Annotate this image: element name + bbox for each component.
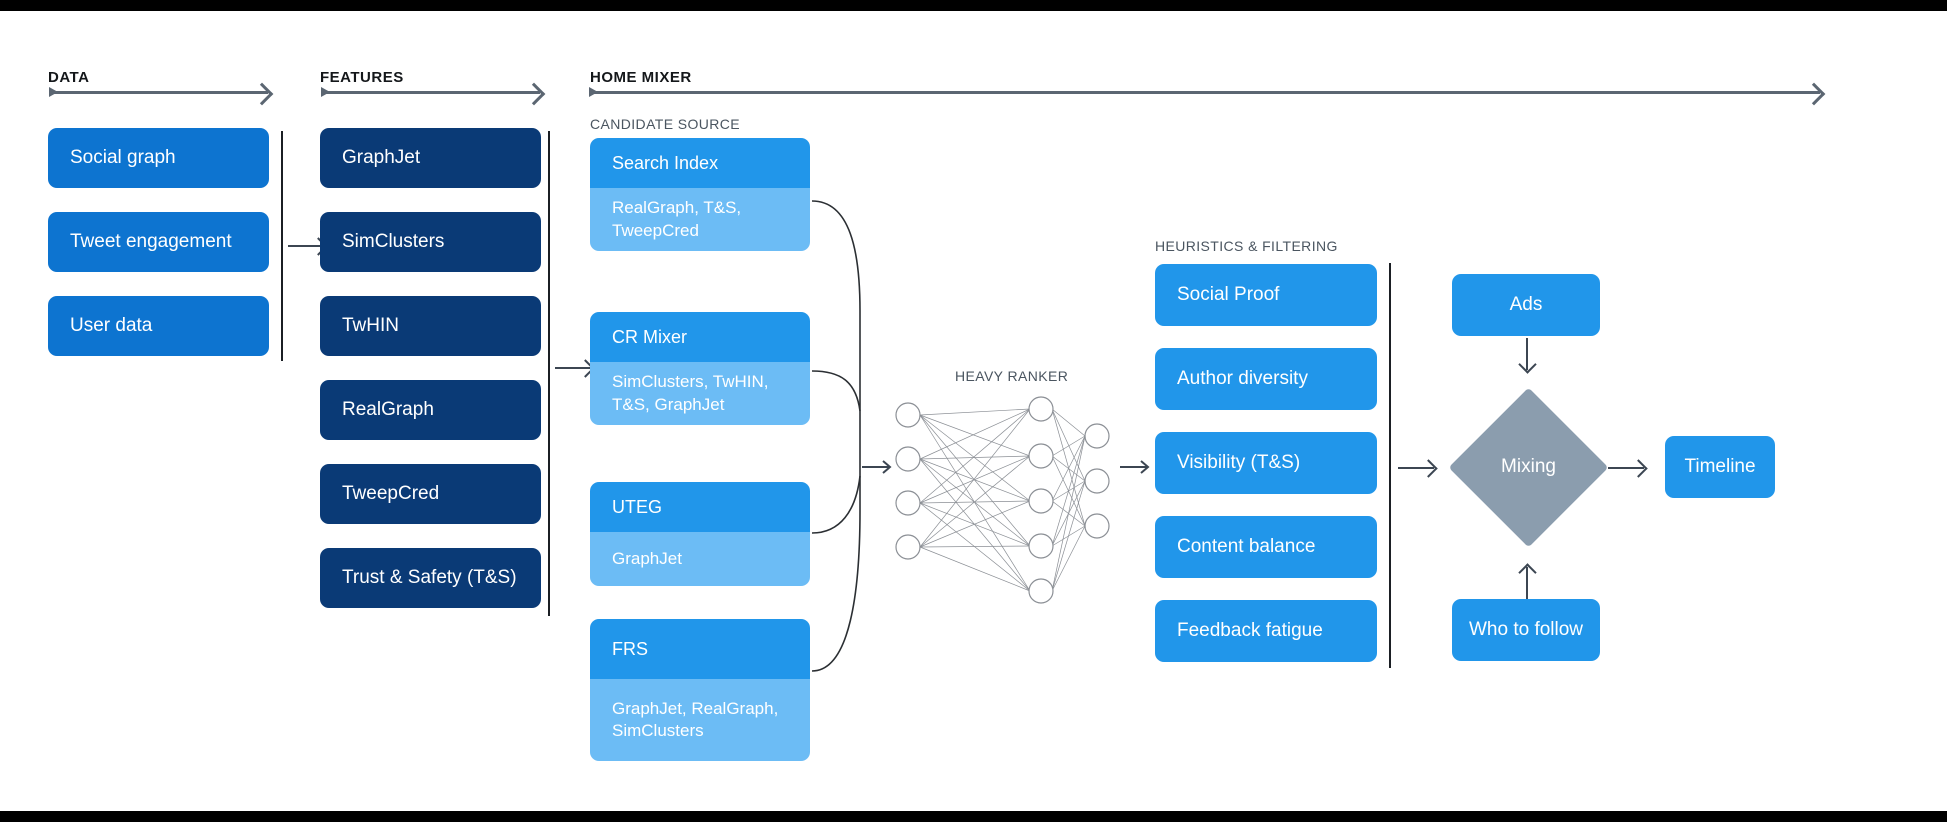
feature-box-label: RealGraph xyxy=(342,399,434,421)
candidate-source-detail: SimClusters, TwHIN, T&S, GraphJet xyxy=(590,362,810,425)
heuristics-box-label: Visibility (T&S) xyxy=(1177,452,1301,474)
mixing-label: Mixing xyxy=(1501,456,1556,477)
arrow-who-to-follow-to-mixing xyxy=(1526,567,1528,599)
arrow-ranker-to-heuristics xyxy=(1120,460,1150,474)
subsection-header-candidate-source: CANDIDATE SOURCE xyxy=(590,116,741,132)
heuristics-box-label: Content balance xyxy=(1177,536,1316,558)
heuristics-box-author-diversity[interactable]: Author diversity xyxy=(1155,348,1377,410)
candidate-source-title: Search Index xyxy=(590,138,810,188)
feature-box-twhin[interactable]: TwHIN xyxy=(320,296,541,356)
candidate-connector-lines xyxy=(811,200,892,672)
feature-box-label: TwHIN xyxy=(342,315,399,337)
mixing-input-ads[interactable]: Ads xyxy=(1452,274,1600,336)
candidate-source-title: CR Mixer xyxy=(590,312,810,362)
feature-box-simclusters[interactable]: SimClusters xyxy=(320,212,541,272)
axis-arrow-features xyxy=(321,87,540,97)
heuristics-box-label: Social Proof xyxy=(1177,284,1280,306)
candidate-source-card-cr-mixer[interactable]: CR Mixer SimClusters, TwHIN, T&S, GraphJ… xyxy=(590,312,810,425)
candidate-source-detail: RealGraph, T&S, TweepCred xyxy=(590,188,810,251)
arrow-mixing-to-timeline xyxy=(1608,467,1644,469)
feature-box-label: Trust & Safety (T&S) xyxy=(342,567,517,589)
candidate-source-detail: GraphJet, RealGraph, SimClusters xyxy=(590,679,810,761)
feature-box-trust-safety[interactable]: Trust & Safety (T&S) xyxy=(320,548,541,608)
feature-box-label: SimClusters xyxy=(342,231,445,253)
candidate-source-card-frs[interactable]: FRS GraphJet, RealGraph, SimClusters xyxy=(590,619,810,761)
arrow-candidates-to-ranker xyxy=(862,460,892,474)
mixing-input-who-to-follow[interactable]: Who to follow xyxy=(1452,599,1600,661)
data-box-label: User data xyxy=(70,315,153,337)
arrow-features-to-candidates xyxy=(555,367,591,369)
diagram-stage: DATA FEATURES HOME MIXER CANDIDATE SOURC… xyxy=(0,11,1947,811)
ads-label: Ads xyxy=(1509,294,1543,316)
feature-box-graphjet[interactable]: GraphJet xyxy=(320,128,541,188)
data-box-label: Tweet engagement xyxy=(70,231,232,253)
arrow-data-to-features xyxy=(288,245,324,247)
candidate-source-title: FRS xyxy=(590,619,810,679)
section-header-data: DATA xyxy=(48,69,90,86)
timeline-label: Timeline xyxy=(1684,456,1756,478)
heuristics-box-visibility[interactable]: Visibility (T&S) xyxy=(1155,432,1377,494)
heuristics-box-content-balance[interactable]: Content balance xyxy=(1155,516,1377,578)
heuristics-box-label: Feedback fatigue xyxy=(1177,620,1323,642)
data-box-tweet-engagement[interactable]: Tweet engagement xyxy=(48,212,269,272)
section-header-features: FEATURES xyxy=(320,69,404,86)
section-header-home-mixer: HOME MIXER xyxy=(590,69,692,86)
feature-box-label: GraphJet xyxy=(342,147,421,169)
feature-box-tweepcred[interactable]: TweepCred xyxy=(320,464,541,524)
subsection-header-heuristics: HEURISTICS & FILTERING xyxy=(1155,238,1338,254)
divider-features-candidates xyxy=(548,131,550,616)
feature-box-label: TweepCred xyxy=(342,483,440,505)
data-box-label: Social graph xyxy=(70,147,176,169)
output-timeline[interactable]: Timeline xyxy=(1665,436,1775,498)
axis-arrow-home-mixer xyxy=(589,87,1820,97)
data-box-social-graph[interactable]: Social graph xyxy=(48,128,269,188)
heavy-ranker-network xyxy=(895,396,1150,604)
candidate-source-card-uteg[interactable]: UTEG GraphJet xyxy=(590,482,810,586)
heuristics-box-feedback-fatigue[interactable]: Feedback fatigue xyxy=(1155,600,1377,662)
arrow-heuristics-to-mixing xyxy=(1398,467,1434,469)
divider-data-features xyxy=(281,131,283,361)
axis-arrow-data xyxy=(49,87,268,97)
arrow-ads-to-mixing xyxy=(1526,338,1528,370)
divider-heuristics-mixing xyxy=(1389,263,1391,668)
data-box-user-data[interactable]: User data xyxy=(48,296,269,356)
candidate-source-card-search-index[interactable]: Search Index RealGraph, T&S, TweepCred xyxy=(590,138,810,251)
heuristics-box-social-proof[interactable]: Social Proof xyxy=(1155,264,1377,326)
who-to-follow-label: Who to follow xyxy=(1468,619,1584,641)
candidate-source-detail: GraphJet xyxy=(590,532,810,586)
feature-box-realgraph[interactable]: RealGraph xyxy=(320,380,541,440)
candidate-source-title: UTEG xyxy=(590,482,810,532)
subsection-header-heavy-ranker: HEAVY RANKER xyxy=(955,368,1069,384)
heuristics-box-label: Author diversity xyxy=(1177,368,1308,390)
